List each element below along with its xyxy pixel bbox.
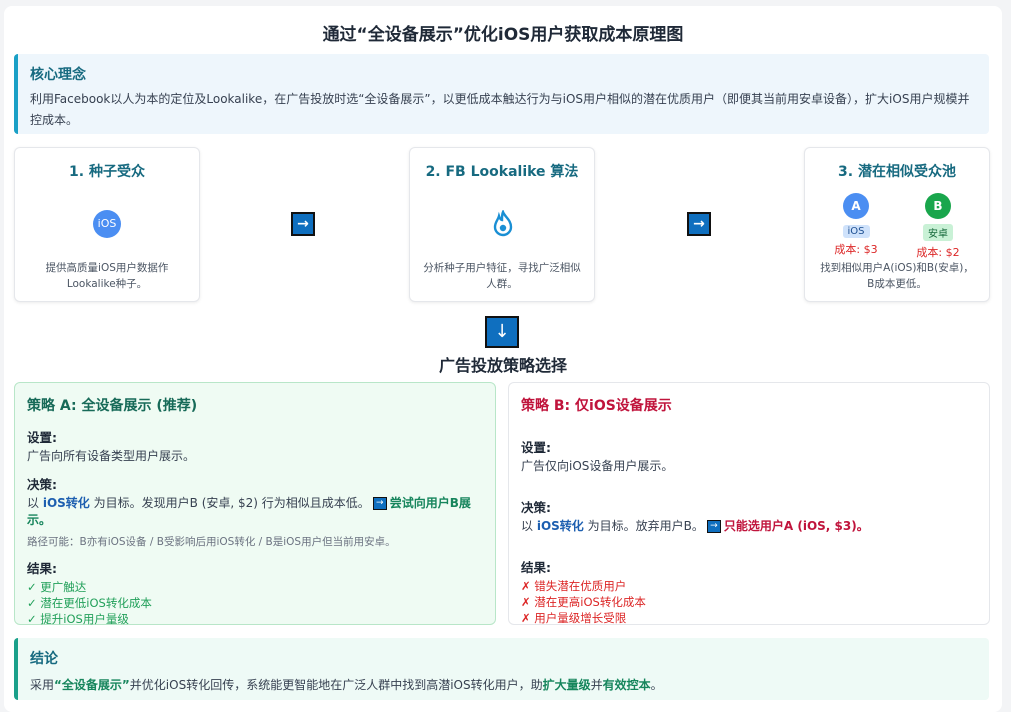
- decision-text: 以 iOS转化 为目标。发现用户B (安卓, $2) 行为相似且成本低。→尝试向…: [27, 496, 471, 527]
- decision-goal: iOS转化: [536, 519, 584, 533]
- step-title: 2. FB Lookalike 算法: [425, 164, 579, 180]
- arrow-right-icon: →: [706, 520, 721, 533]
- result-item: ✓ 更广触达: [27, 580, 87, 594]
- fire-icon: [493, 210, 513, 237]
- result-label: 结果:: [27, 561, 57, 576]
- arrow-down-icon: ↓: [485, 316, 519, 348]
- setting-label: 设置:: [521, 440, 551, 455]
- result-item: ✓ 潜在更低iOS转化成本: [27, 596, 152, 610]
- decision-label: 决策:: [521, 500, 551, 515]
- conclusion-heading: 结论: [30, 651, 58, 667]
- result-item: ✗ 用户量级增长受限: [521, 611, 627, 625]
- step-title: 3. 潜在相似受众池: [838, 164, 956, 180]
- conclusion-text: 采用“全设备展示”并优化iOS转化回传，系统能更智能地在广泛人群中找到高潜iOS…: [30, 678, 663, 692]
- decision-target: 尝试向用户B展示。: [27, 496, 471, 527]
- concept-heading: 核心理念: [30, 67, 86, 83]
- setting-text: 广告向所有设备类型用户展示。: [27, 449, 196, 463]
- decision-label: 决策:: [27, 477, 57, 492]
- setting-label: 设置:: [27, 430, 57, 445]
- step-desc: 找到相似用户A(iOS)和B(安卓)，B成本更低。: [820, 262, 974, 290]
- result-item: ✗ 潜在更高iOS转化成本: [521, 595, 646, 609]
- result-item: ✗ 错失潜在优质用户: [521, 579, 627, 593]
- step-desc: 分析种子用户特征，寻找广泛相似人群。: [423, 262, 581, 290]
- arrow-right-icon: →: [687, 212, 711, 236]
- arrow-right-icon: →: [372, 497, 387, 510]
- user-a-avatar: A: [843, 193, 869, 219]
- page-title: 通过“全设备展示”优化iOS用户获取成本原理图: [322, 25, 684, 45]
- user-b: B 安卓 成本: $2: [913, 193, 963, 260]
- step-lookalike-algorithm: 2. FB Lookalike 算法 分析种子用户特征，寻找广泛相似人群。: [409, 147, 595, 302]
- decision-text: 以 iOS转化 为目标。放弃用户B。→只能选用户A (iOS, $3)。: [521, 519, 869, 533]
- conclusion-box: 结论 采用“全设备展示”并优化iOS转化回传，系统能更智能地在广泛人群中找到高潜…: [14, 638, 989, 700]
- step-lookalike-pool: 3. 潜在相似受众池 A iOS 成本: $3 B 安卓 成本: $2 找到相似…: [804, 147, 990, 302]
- user-b-avatar: B: [925, 193, 951, 219]
- user-b-device-tag: 安卓: [923, 224, 953, 241]
- user-a-device-tag: iOS: [842, 225, 870, 238]
- strategy-b-card: 策略 B: 仅iOS设备展示 设置: 广告仅向iOS设备用户展示。 决策: 以 …: [508, 382, 990, 625]
- setting-text: 广告仅向iOS设备用户展示。: [521, 459, 674, 473]
- path-note: 路径可能：B亦有iOS设备 / B受影响后用iOS转化 / B是iOS用户但当前…: [27, 536, 396, 548]
- user-a: A iOS 成本: $3: [831, 193, 881, 257]
- decision-target: 只能选用户A (iOS, $3)。: [723, 519, 869, 533]
- ios-icon: iOS: [93, 210, 121, 238]
- core-concept-box: 核心理念 利用Facebook以人为本的定位及Lookalike，在广告投放时选…: [14, 54, 989, 134]
- concept-text: 利用Facebook以人为本的定位及Lookalike，在广告投放时选“全设备展…: [30, 92, 970, 127]
- user-a-cost: 成本: $3: [834, 243, 878, 256]
- strategy-a-title: 策略 A: 全设备展示 (推荐): [27, 398, 198, 414]
- strategy-a-card: 策略 A: 全设备展示 (推荐) 设置: 广告向所有设备类型用户展示。 决策: …: [14, 382, 496, 626]
- diagram-page: 通过“全设备展示”优化iOS用户获取成本原理图 核心理念 利用Facebook以…: [4, 6, 1002, 712]
- step-desc: 提供高质量iOS用户数据作Lookalike种子。: [45, 262, 169, 290]
- decision-goal: iOS转化: [42, 496, 90, 510]
- step-seed-audience: 1. 种子受众 iOS 提供高质量iOS用户数据作Lookalike种子。: [14, 147, 200, 302]
- result-item: ✓ 提升iOS用户量级: [27, 612, 129, 626]
- user-b-cost: 成本: $2: [916, 246, 960, 259]
- step-title: 1. 种子受众: [69, 164, 145, 180]
- strategy-b-title: 策略 B: 仅iOS设备展示: [521, 398, 672, 414]
- result-label: 结果:: [521, 560, 551, 575]
- strategy-section-title: 广告投放策略选择: [438, 356, 567, 375]
- arrow-right-icon: →: [291, 212, 315, 236]
